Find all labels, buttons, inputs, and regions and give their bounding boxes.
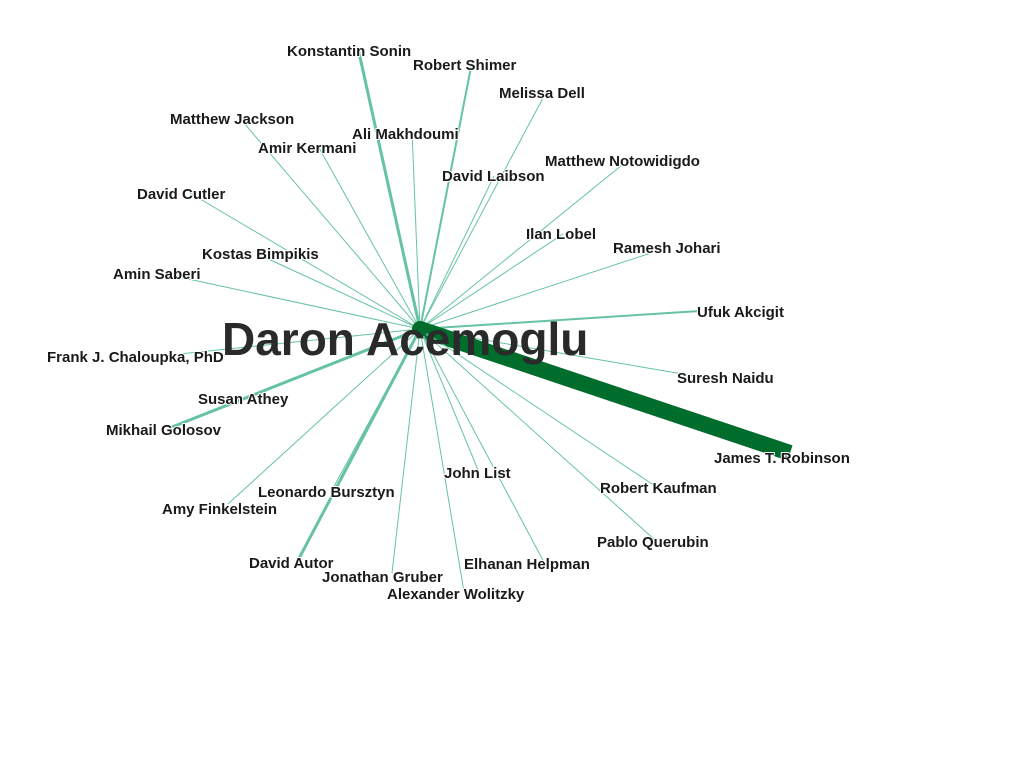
node-label-leonardo-bursztyn[interactable]: Leonardo Bursztyn xyxy=(257,483,396,502)
node-label-frank-j-chaloupka-phd[interactable]: Frank J. Chaloupka, PhD xyxy=(46,348,225,367)
node-label-david-laibson[interactable]: David Laibson xyxy=(441,167,546,186)
node-label-robert-kaufman[interactable]: Robert Kaufman xyxy=(599,479,718,498)
edge-robert-shimer xyxy=(419,61,473,330)
edges xyxy=(159,47,793,593)
node-label-matthew-notowidigdo[interactable]: Matthew Notowidigdo xyxy=(544,152,701,171)
edge-amir-kermani xyxy=(317,145,421,330)
edge-pablo-querubin xyxy=(419,328,656,541)
edge-james-t-robinson xyxy=(417,321,793,461)
node-label-amy-finkelstein[interactable]: Amy Finkelstein xyxy=(161,500,278,519)
node-label-melissa-dell[interactable]: Melissa Dell xyxy=(498,84,586,103)
edge-jonathan-gruber xyxy=(391,328,421,574)
edge-amy-finkelstein xyxy=(227,328,421,505)
edge-alexander-wolitzky xyxy=(419,328,465,593)
edge-kostas-bimpikis xyxy=(263,256,421,330)
node-label-matthew-jackson[interactable]: Matthew Jackson xyxy=(169,110,295,129)
edge-john-list xyxy=(419,328,479,471)
node-label-kostas-bimpikis[interactable]: Kostas Bimpikis xyxy=(201,245,320,264)
edge-david-cutler xyxy=(189,192,421,330)
center-node[interactable] xyxy=(412,321,428,337)
node-label-elhanan-helpman[interactable]: Elhanan Helpman xyxy=(463,555,591,574)
node-label-james-t-robinson[interactable]: James T. Robinson xyxy=(713,449,851,468)
edge-david-laibson xyxy=(419,175,495,330)
node-label-suresh-naidu[interactable]: Suresh Naidu xyxy=(676,369,775,388)
node-label-jonathan-gruber[interactable]: Jonathan Gruber xyxy=(321,568,444,587)
node-label-david-autor[interactable]: David Autor xyxy=(248,554,335,573)
node-label-amir-kermani[interactable]: Amir Kermani xyxy=(257,139,357,158)
node-label-john-list[interactable]: John List xyxy=(443,464,512,483)
node-label-pablo-querubin[interactable]: Pablo Querubin xyxy=(596,533,710,552)
edge-ilan-lobel xyxy=(419,233,564,330)
node-label-ufuk-akcigit[interactable]: Ufuk Akcigit xyxy=(696,303,785,322)
node-label-ali-makhdoumi[interactable]: Ali Makhdoumi xyxy=(351,125,460,144)
node-label-konstantin-sonin[interactable]: Konstantin Sonin xyxy=(286,42,412,61)
node-label-amin-saberi[interactable]: Amin Saberi xyxy=(112,265,202,284)
node-label-susan-athey[interactable]: Susan Athey xyxy=(197,390,290,409)
edge-konstantin-sonin xyxy=(356,47,422,330)
node-label-mikhail-golosov[interactable]: Mikhail Golosov xyxy=(105,421,223,440)
edge-elhanan-helpman xyxy=(419,328,547,567)
edge-ramesh-johari xyxy=(419,249,661,330)
node-label-alexander-wolitzky[interactable]: Alexander Wolitzky xyxy=(386,585,526,604)
edge-mikhail-golosov xyxy=(171,327,421,429)
node-label-ilan-lobel[interactable]: Ilan Lobel xyxy=(525,225,597,244)
edge-ufuk-akcigit xyxy=(419,310,701,330)
edge-amin-saberi xyxy=(164,273,421,330)
node-label-ramesh-johari[interactable]: Ramesh Johari xyxy=(612,239,722,258)
edge-david-autor xyxy=(293,328,422,567)
edge-matthew-notowidigdo xyxy=(419,164,623,330)
center-label: Daron Acemoglu xyxy=(222,313,588,365)
node-label-david-cutler[interactable]: David Cutler xyxy=(136,185,227,204)
edge-ali-makhdoumi xyxy=(411,130,421,330)
edge-frank-j-chaloupka-phd xyxy=(159,328,421,357)
edge-melissa-dell xyxy=(419,97,544,330)
node-label-robert-shimer[interactable]: Robert Shimer xyxy=(412,56,518,75)
edge-matthew-jackson xyxy=(237,115,421,330)
edge-robert-kaufman xyxy=(419,328,656,487)
